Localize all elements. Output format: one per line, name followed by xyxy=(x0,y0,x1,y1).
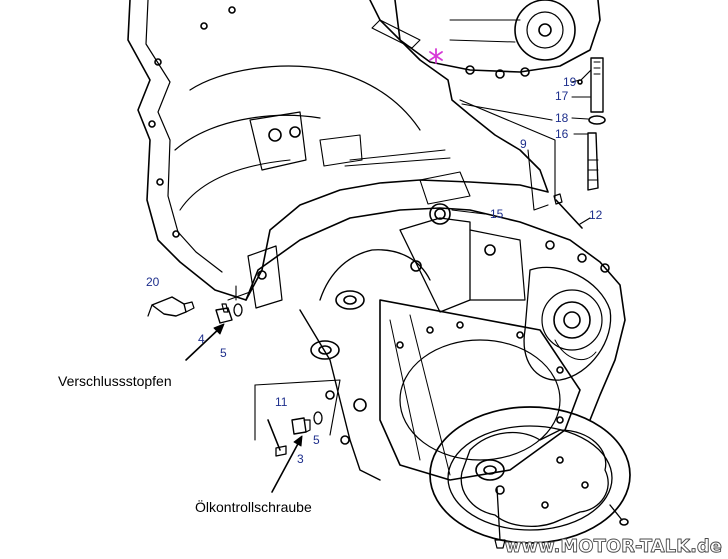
asterisk-marker-icon xyxy=(429,48,443,64)
washer-5-lower xyxy=(313,411,323,425)
part-number-4: 4 xyxy=(198,332,205,346)
part-number-9: 9 xyxy=(520,137,527,151)
part-number-16: 16 xyxy=(555,127,569,141)
part-number-20: 20 xyxy=(146,275,160,289)
gearbox-casing xyxy=(245,171,626,481)
rear-end-cover xyxy=(429,406,631,549)
part-number-17: 17 xyxy=(555,89,569,103)
arrow-icon xyxy=(271,435,303,493)
bolt-12 xyxy=(553,193,583,229)
part-number-19: 19 xyxy=(563,75,577,89)
part-number-15: 15 xyxy=(490,207,504,221)
watermark: www.MOTOR-TALK.de xyxy=(505,536,722,557)
leader-lines xyxy=(451,79,591,225)
callout-oil-check-screw: Ölkontrollschraube xyxy=(195,498,312,515)
sensor-20 xyxy=(147,296,195,317)
arrow-icon xyxy=(185,323,225,361)
washer-5-upper xyxy=(233,303,243,317)
part-number-18: 18 xyxy=(555,111,569,125)
part-number-3: 3 xyxy=(297,452,304,466)
rear-extension xyxy=(379,299,581,481)
part-number-5-lower: 5 xyxy=(313,433,320,447)
oil-check-screw-3 xyxy=(291,417,311,435)
bell-housing xyxy=(127,0,549,301)
bracket-lines xyxy=(227,99,556,441)
starter-assembly xyxy=(371,0,601,79)
drain-plug-4 xyxy=(215,303,233,324)
part-number-5-upper: 5 xyxy=(220,346,227,360)
bolt-11 xyxy=(267,419,287,457)
part-number-12: 12 xyxy=(589,208,603,222)
shaft-parts xyxy=(577,57,606,191)
callout-drain-plug: Verschlussstopfen xyxy=(58,373,172,389)
part-number-11: 11 xyxy=(275,395,288,409)
